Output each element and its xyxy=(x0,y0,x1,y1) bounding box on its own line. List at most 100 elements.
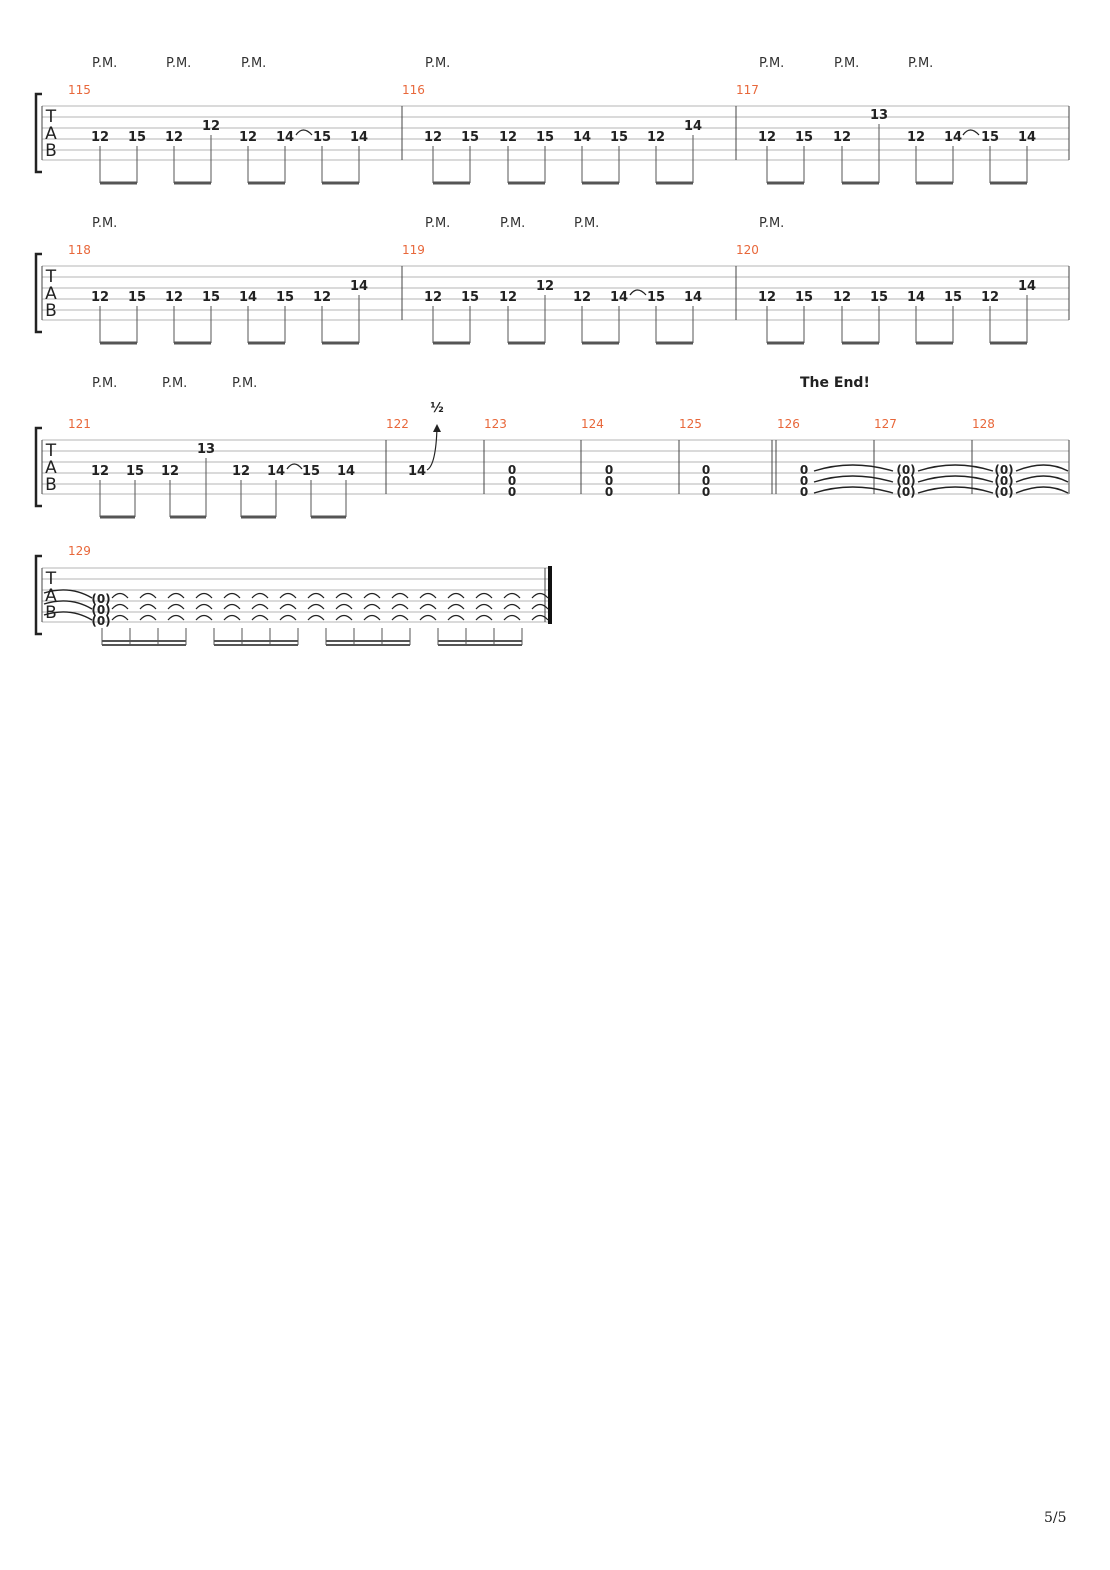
fret-number: 15 xyxy=(647,290,665,305)
tie-arc xyxy=(279,603,297,610)
fret-number: 0 xyxy=(508,485,516,499)
bend-arrow xyxy=(426,426,438,471)
fret-number: 0 xyxy=(800,485,808,499)
tie-arc xyxy=(363,592,381,599)
tab-system-4: 129 T A B (0) (0) (0) xyxy=(34,544,552,646)
tie-arc xyxy=(195,592,213,599)
tie-arc xyxy=(335,592,353,599)
fret-number: 12 xyxy=(239,130,257,145)
palm-mute-label: P.M. xyxy=(759,216,784,231)
palm-mute-label: P.M. xyxy=(166,56,191,71)
tab-system-3: P.M. P.M. P.M. The End! 121 122 123 124 … xyxy=(34,375,1070,519)
tie-arc xyxy=(167,603,185,610)
fret-number: 15 xyxy=(128,290,146,305)
fret-number: 12 xyxy=(165,130,183,145)
fret-number: 15 xyxy=(981,130,999,145)
fret-number: 0 xyxy=(702,485,710,499)
fret-number: 14 xyxy=(1018,130,1036,145)
fret-number: 12 xyxy=(907,130,925,145)
tie-arc xyxy=(503,592,521,599)
measure-number: 122 xyxy=(386,417,409,431)
fret-number: 12 xyxy=(313,290,331,305)
fret-number: 13 xyxy=(197,442,215,457)
page-number: 5/5 xyxy=(1044,1510,1067,1526)
barlines xyxy=(41,266,1070,320)
measure-119: 12 15 12 12 12 14 15 14 xyxy=(424,279,702,305)
measure-number: 125 xyxy=(679,417,702,431)
palm-mute-label: P.M. xyxy=(92,216,117,231)
measure-125: 0 0 0 xyxy=(702,463,710,499)
tie-arc xyxy=(195,614,213,621)
bend-arrowhead xyxy=(433,424,441,432)
measure-number: 128 xyxy=(972,417,995,431)
fret-number: 0 xyxy=(508,463,516,477)
fret-number: 15 xyxy=(276,290,294,305)
measure-number: 127 xyxy=(874,417,897,431)
fret-number: 12 xyxy=(232,464,250,479)
fret-number: 12 xyxy=(758,130,776,145)
tie-arcs xyxy=(813,464,1069,494)
fret-number: 12 xyxy=(758,290,776,305)
measure-126: 0 0 0 xyxy=(800,463,808,499)
tab-clef-letter: B xyxy=(45,475,57,495)
measure-127: (0) (0) (0) xyxy=(896,463,915,499)
tab-clef-letter: A xyxy=(45,458,57,478)
measure-124: 0 0 0 xyxy=(605,463,613,499)
tie-arc xyxy=(279,614,297,621)
fret-number: 15 xyxy=(870,290,888,305)
tab-clef-letter: A xyxy=(45,124,57,144)
fret-number: (0) xyxy=(994,474,1013,488)
tie-arc xyxy=(195,603,213,610)
fret-number: 15 xyxy=(128,130,146,145)
fret-number: 15 xyxy=(461,290,479,305)
barlines xyxy=(41,106,1070,160)
fret-number: 14 xyxy=(267,464,285,479)
tie-arc xyxy=(251,603,269,610)
tie-arc xyxy=(475,603,493,610)
tie-arc xyxy=(475,592,493,599)
fret-number: 12 xyxy=(161,464,179,479)
fret-number: 12 xyxy=(499,290,517,305)
tab-system-2: P.M. P.M. P.M. P.M. P.M. 118 119 120 T A… xyxy=(34,216,1070,345)
measure-number: 121 xyxy=(68,417,91,431)
palm-mute-label: P.M. xyxy=(759,56,784,71)
fret-number: 14 xyxy=(276,130,294,145)
tie-arc xyxy=(391,592,409,599)
tie-arc xyxy=(307,592,325,599)
tie-arc xyxy=(111,592,129,599)
tie-arc xyxy=(139,603,157,610)
tie-arc xyxy=(419,614,437,621)
fret-number: 14 xyxy=(337,464,355,479)
measure-number: 116 xyxy=(402,83,425,97)
tie-arc xyxy=(363,614,381,621)
fret-number: 12 xyxy=(981,290,999,305)
palm-mute-label: P.M. xyxy=(92,376,117,391)
fret-number: 15 xyxy=(126,464,144,479)
tie-arc xyxy=(335,603,353,610)
tie-arc xyxy=(447,603,465,610)
measure-number: 124 xyxy=(581,417,604,431)
tie-arc xyxy=(279,592,297,599)
fret-number: 12 xyxy=(833,130,851,145)
slur xyxy=(295,129,313,136)
fret-number: 13 xyxy=(870,108,888,123)
tab-clef-letter: B xyxy=(45,301,57,321)
fret-number: 15 xyxy=(302,464,320,479)
measure-129: (0) (0) (0) xyxy=(91,592,110,628)
tie-arc xyxy=(503,614,521,621)
fret-number: 12 xyxy=(202,119,220,134)
fret-number: 14 xyxy=(684,119,702,134)
fret-number: 0 xyxy=(800,474,808,488)
fret-number: 0 xyxy=(605,474,613,488)
fret-number: 0 xyxy=(702,474,710,488)
measure-123: 0 0 0 xyxy=(508,463,516,499)
fret-number: (0) xyxy=(896,485,915,499)
fret-number: 14 xyxy=(408,464,426,479)
bend-amount: ½ xyxy=(430,401,443,416)
tie-arc xyxy=(223,592,241,599)
tie-arc xyxy=(475,614,493,621)
fret-number: 14 xyxy=(239,290,257,305)
note-beams xyxy=(102,640,522,646)
palm-mute-label: P.M. xyxy=(500,216,525,231)
tie-arc xyxy=(307,614,325,621)
